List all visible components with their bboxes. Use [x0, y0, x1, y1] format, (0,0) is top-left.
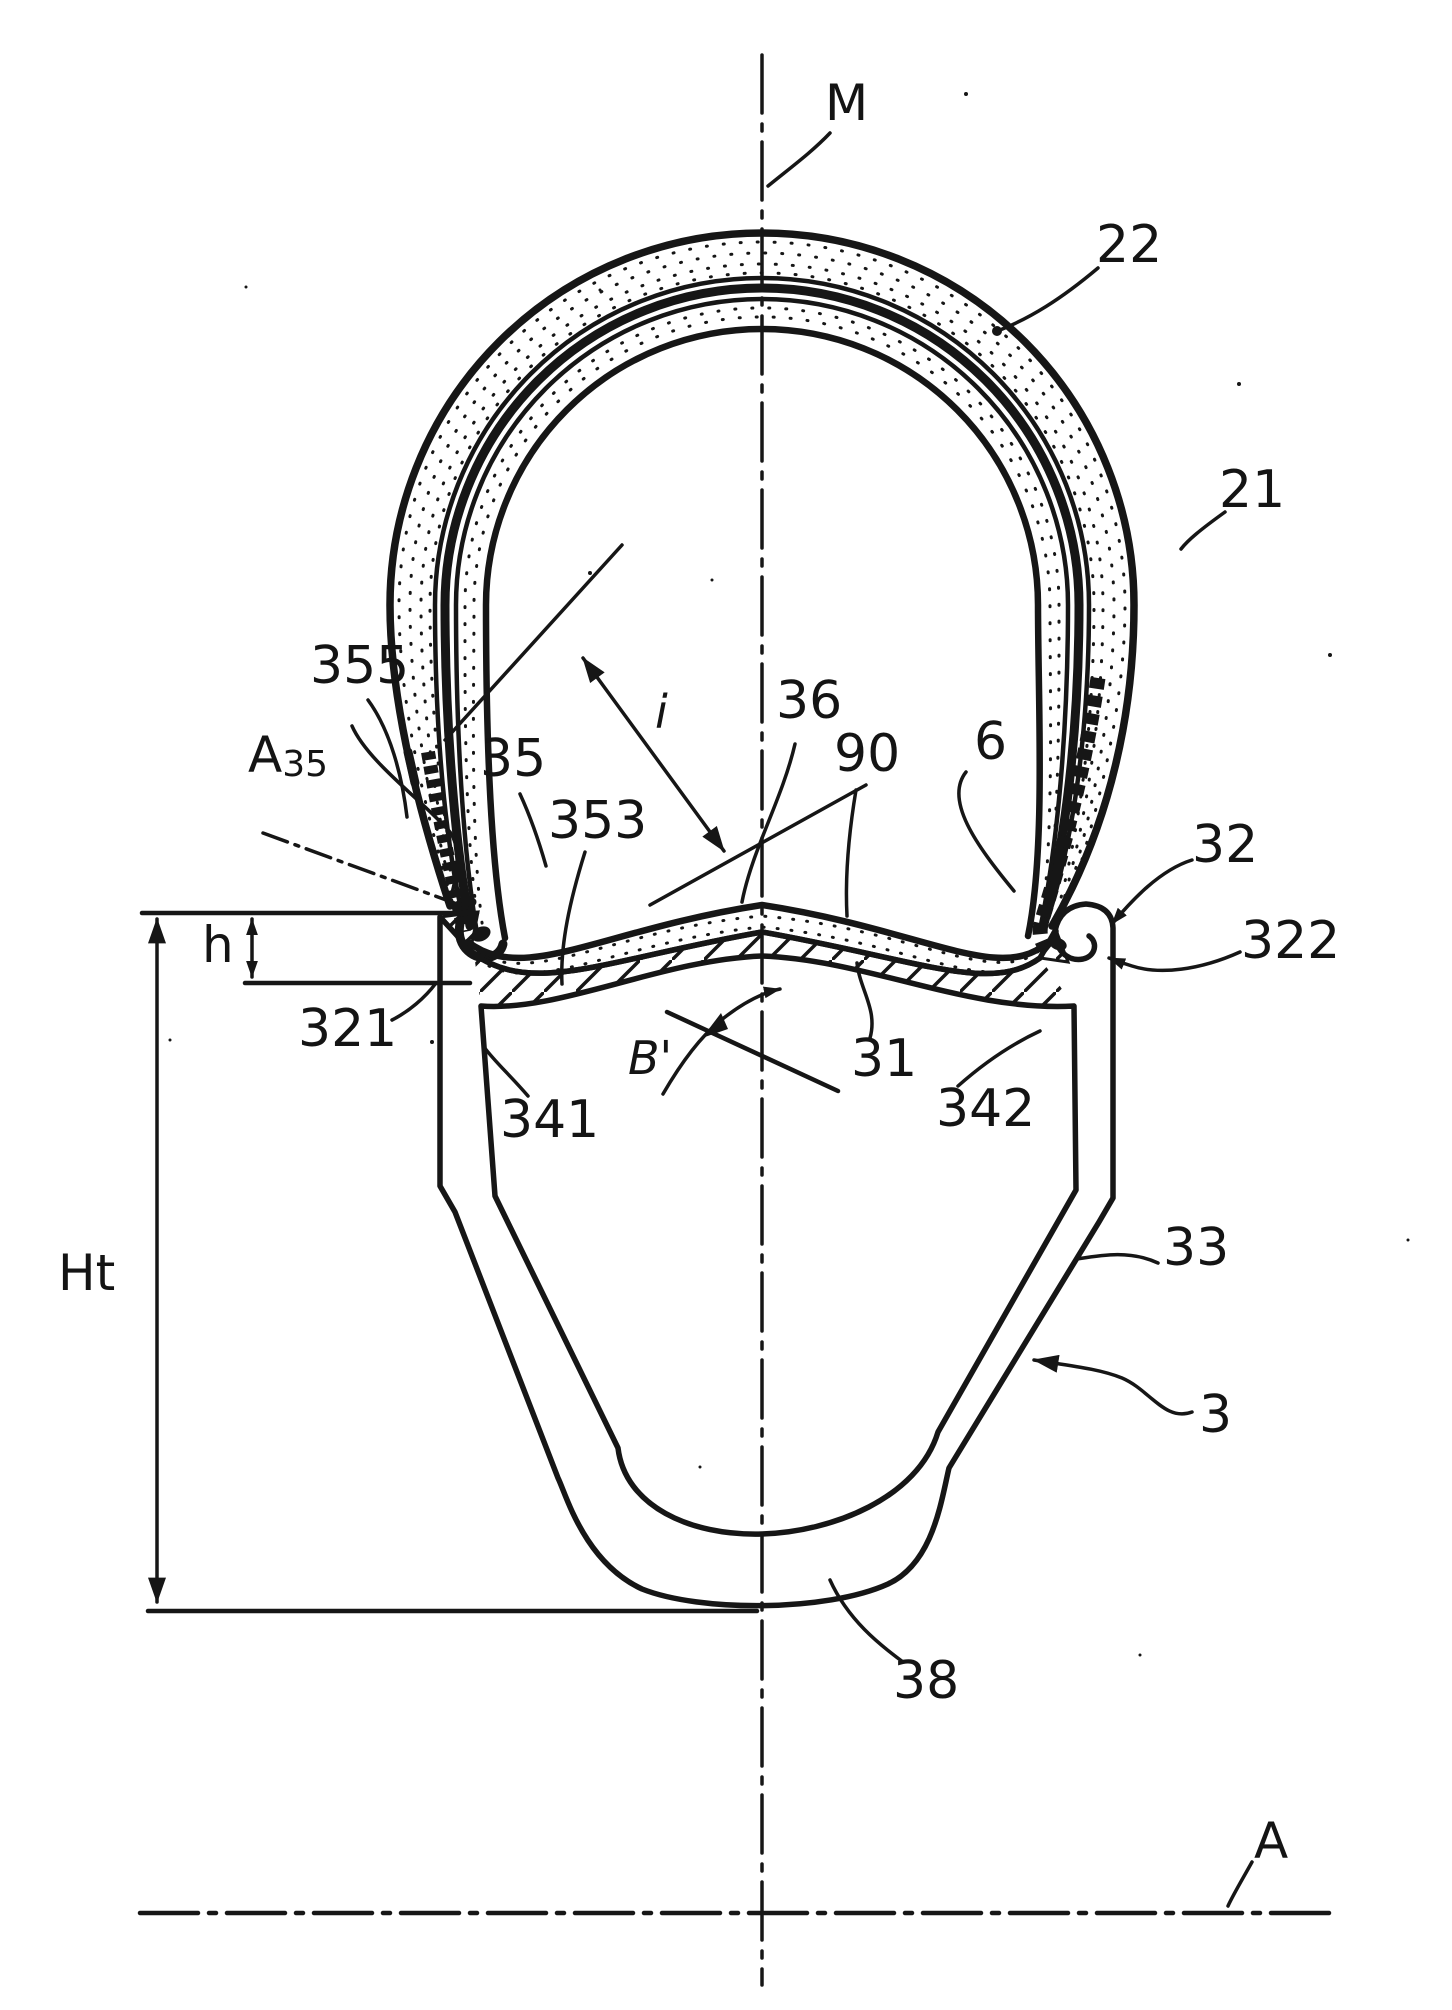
label-axis-a: A — [1254, 1812, 1288, 1870]
sidewall-reinforcement-right — [1032, 676, 1106, 959]
liner-stipple-row-1 — [463, 306, 1061, 929]
leader-m — [766, 131, 832, 188]
leader-a — [1226, 1860, 1254, 1908]
right-bead-core — [1049, 937, 1067, 951]
leader-322 — [1107, 950, 1242, 973]
leader-342 — [956, 1029, 1042, 1088]
label-22: 22 — [1096, 215, 1162, 275]
tread-stipple-row-3 — [419, 262, 1105, 910]
label-m: M — [825, 74, 868, 132]
label-341: 341 — [500, 1090, 599, 1150]
label-322: 322 — [1241, 911, 1340, 971]
leader-31 — [855, 961, 874, 1040]
leader-36 — [740, 742, 797, 904]
leader-33 — [1075, 1252, 1160, 1265]
label-31: 31 — [851, 1029, 917, 1089]
leader-3 — [1032, 1354, 1194, 1416]
leader-22-end-dot — [992, 326, 1002, 336]
tread-stipple-row-2 — [408, 251, 1116, 907]
label-35: 35 — [480, 729, 546, 789]
b-prime-arrowhead — [702, 1013, 728, 1038]
leader-341 — [482, 1045, 530, 1098]
tire-tread-outer-line — [386, 229, 1138, 930]
label-6: 6 — [974, 712, 1007, 772]
membrane-top-line — [464, 901, 1052, 962]
i-dimension-arrow — [581, 656, 726, 853]
a35-axis-chain-line — [261, 831, 470, 910]
i-extension-line-1 — [443, 543, 624, 742]
label-353: 353 — [548, 791, 647, 851]
leader-6 — [957, 770, 1016, 893]
label-33: 33 — [1163, 1218, 1229, 1278]
label-355: 355 — [310, 636, 409, 696]
leader-355 — [366, 698, 409, 819]
label-a35: A35 — [248, 726, 328, 785]
leader-a35 — [350, 724, 460, 895]
label-36: 36 — [776, 671, 842, 731]
label-dim-h: h — [202, 916, 234, 974]
leader-35 — [518, 792, 548, 868]
membrane-stipple-1 — [476, 914, 1042, 965]
liner-stipple-row-2 — [471, 315, 1053, 932]
support-body — [437, 901, 1116, 1609]
label-3: 3 — [1199, 1385, 1232, 1445]
label-90: 90 — [834, 724, 900, 784]
leader-321 — [390, 981, 438, 1022]
label-b-prime: B' — [628, 1031, 672, 1085]
label-342: 342 — [936, 1079, 1035, 1139]
label-dim-ht: Ht — [58, 1244, 115, 1302]
label-321: 321 — [298, 999, 397, 1059]
label-21: 21 — [1219, 460, 1285, 520]
label-dim-i: i — [655, 685, 668, 739]
leader-21 — [1179, 510, 1227, 551]
label-38: 38 — [893, 1651, 959, 1711]
leader-353 — [559, 850, 587, 986]
reinforcement-end-mark — [403, 747, 420, 788]
scan-specks — [168, 92, 1410, 1657]
label-32: 32 — [1192, 815, 1258, 875]
leader-22 — [998, 266, 1100, 332]
leader-32 — [1110, 858, 1194, 926]
leader-90 — [844, 788, 858, 918]
leader-38 — [828, 1578, 905, 1664]
b-prime-chord-line — [664, 1009, 841, 1094]
